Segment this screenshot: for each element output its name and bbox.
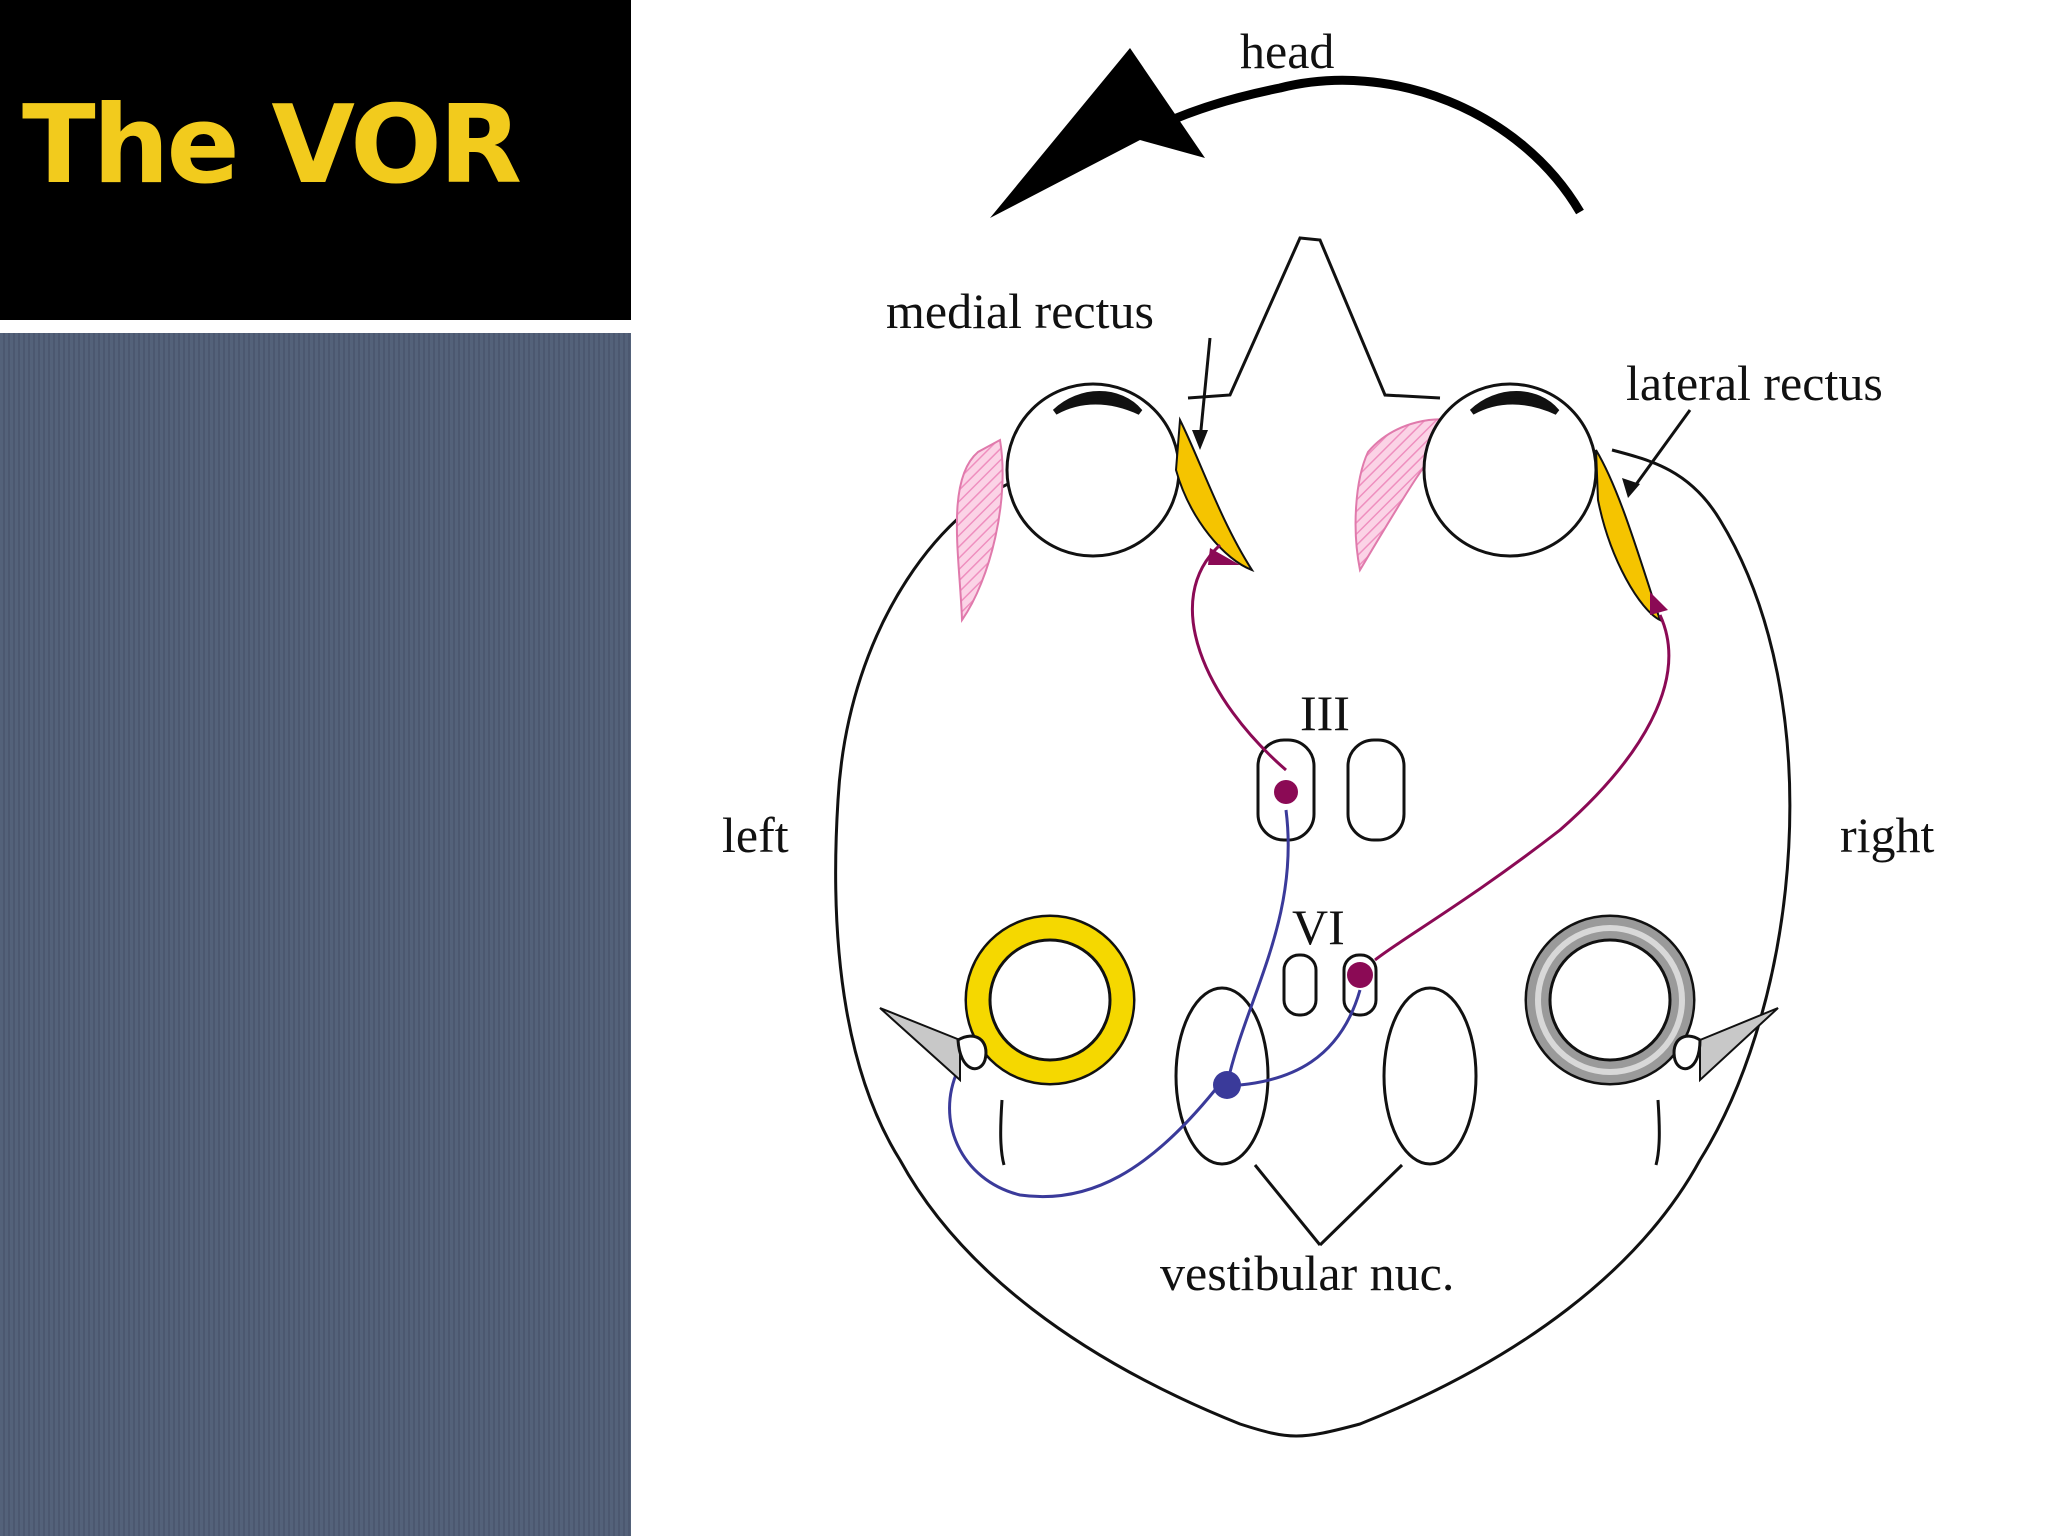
right-label: right: [1840, 807, 1935, 863]
medial-rectus-pointer: [1198, 337, 1212, 441]
head-outline: [834, 448, 1792, 1438]
left-semicircular-canal: [879, 914, 1136, 1166]
lateral-rectus-label: lateral rectus: [1626, 355, 1883, 411]
right-semicircular-canal: [1524, 914, 1779, 1166]
nucleus-vi-left: [1282, 953, 1318, 1017]
divider: [0, 320, 631, 333]
head-rotation-arrowhead: [990, 48, 1205, 218]
vestibular-nucleus-left: [1174, 986, 1270, 1166]
lateral-rectus-pointer: [1630, 409, 1692, 491]
title-panel: The VOR: [0, 0, 631, 320]
vestibular-to-iii-pathway: [1225, 809, 1290, 1086]
abducens-pathway: [1374, 614, 1671, 962]
right-lateral-rectus: [1595, 449, 1662, 622]
nucleus-iii-label: III: [1300, 685, 1350, 741]
nucleus-vi-label: VI: [1292, 899, 1345, 955]
left-lateral-rectus: [955, 438, 1004, 624]
nose-outline: [1187, 236, 1441, 400]
vor-diagram-svg: head medial rectus lateral rectus: [722, 23, 1935, 1438]
vestibular-pointer-left: [1253, 1164, 1322, 1246]
left-medial-rectus: [1174, 416, 1255, 572]
vestibular-to-vi-pathway: [1239, 989, 1362, 1087]
right-medial-rectus: [1354, 418, 1462, 573]
vestibular-nucleus-right: [1382, 986, 1478, 1166]
nucleus-iii-left: [1256, 738, 1316, 842]
vestibular-nuc-label: vestibular nuc.: [1160, 1245, 1454, 1301]
left-label: left: [722, 807, 789, 863]
oculomotor-pathway: [1190, 543, 1287, 772]
nucleus-iii-right: [1346, 738, 1406, 842]
head-rotation-arc: [1147, 75, 1584, 215]
vor-diagram: head medial rectus lateral rectus: [631, 0, 2048, 1536]
side-panel: [0, 333, 631, 1536]
vestibular-afferent-pathway: [948, 1069, 1217, 1199]
nucleus-vi-right: [1342, 953, 1378, 1017]
head-label: head: [1240, 23, 1334, 79]
medial-rectus-label: medial rectus: [886, 283, 1154, 339]
right-eye: [1354, 382, 1668, 622]
slide-title: The VOR: [22, 83, 522, 208]
vestibular-pointer-right: [1318, 1163, 1404, 1247]
left-eye: [955, 382, 1255, 624]
